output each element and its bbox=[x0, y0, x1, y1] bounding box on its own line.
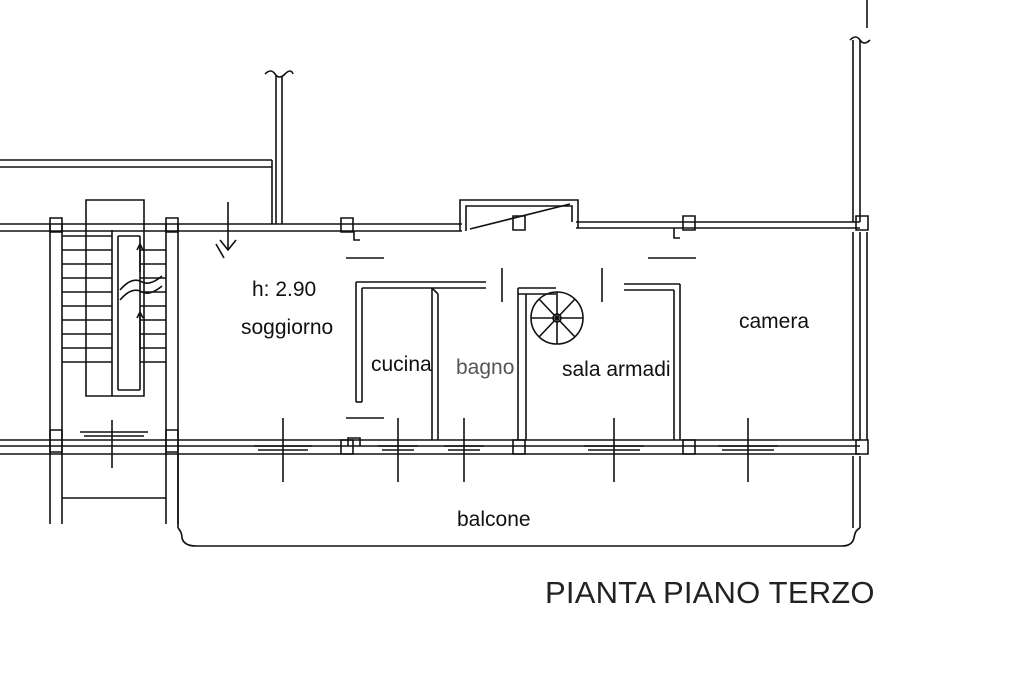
room-label-camera: camera bbox=[739, 310, 810, 333]
staircase bbox=[50, 200, 178, 524]
north-wall bbox=[0, 200, 860, 240]
room-label-soggiorno: soggiorno bbox=[241, 316, 334, 339]
ceiling-height-label: h: 2.90 bbox=[252, 278, 317, 301]
adjacent-building-outline bbox=[0, 71, 293, 224]
interior-walls bbox=[346, 258, 696, 440]
entrance-arrow-icon bbox=[216, 202, 236, 258]
room-label-balcone: balcone bbox=[457, 508, 531, 531]
room-label-cucina: cucina bbox=[371, 353, 432, 376]
south-wall bbox=[0, 418, 860, 482]
room-label-bagno: bagno bbox=[456, 356, 515, 379]
pillars bbox=[50, 216, 868, 454]
spiral-staircase-icon bbox=[531, 292, 583, 344]
right-exterior-wall bbox=[850, 0, 870, 528]
balcony-outline bbox=[178, 454, 860, 546]
room-label-sala-armadi: sala armadi bbox=[562, 358, 671, 381]
plan-title: PIANTA PIANO TERZO bbox=[545, 575, 875, 610]
